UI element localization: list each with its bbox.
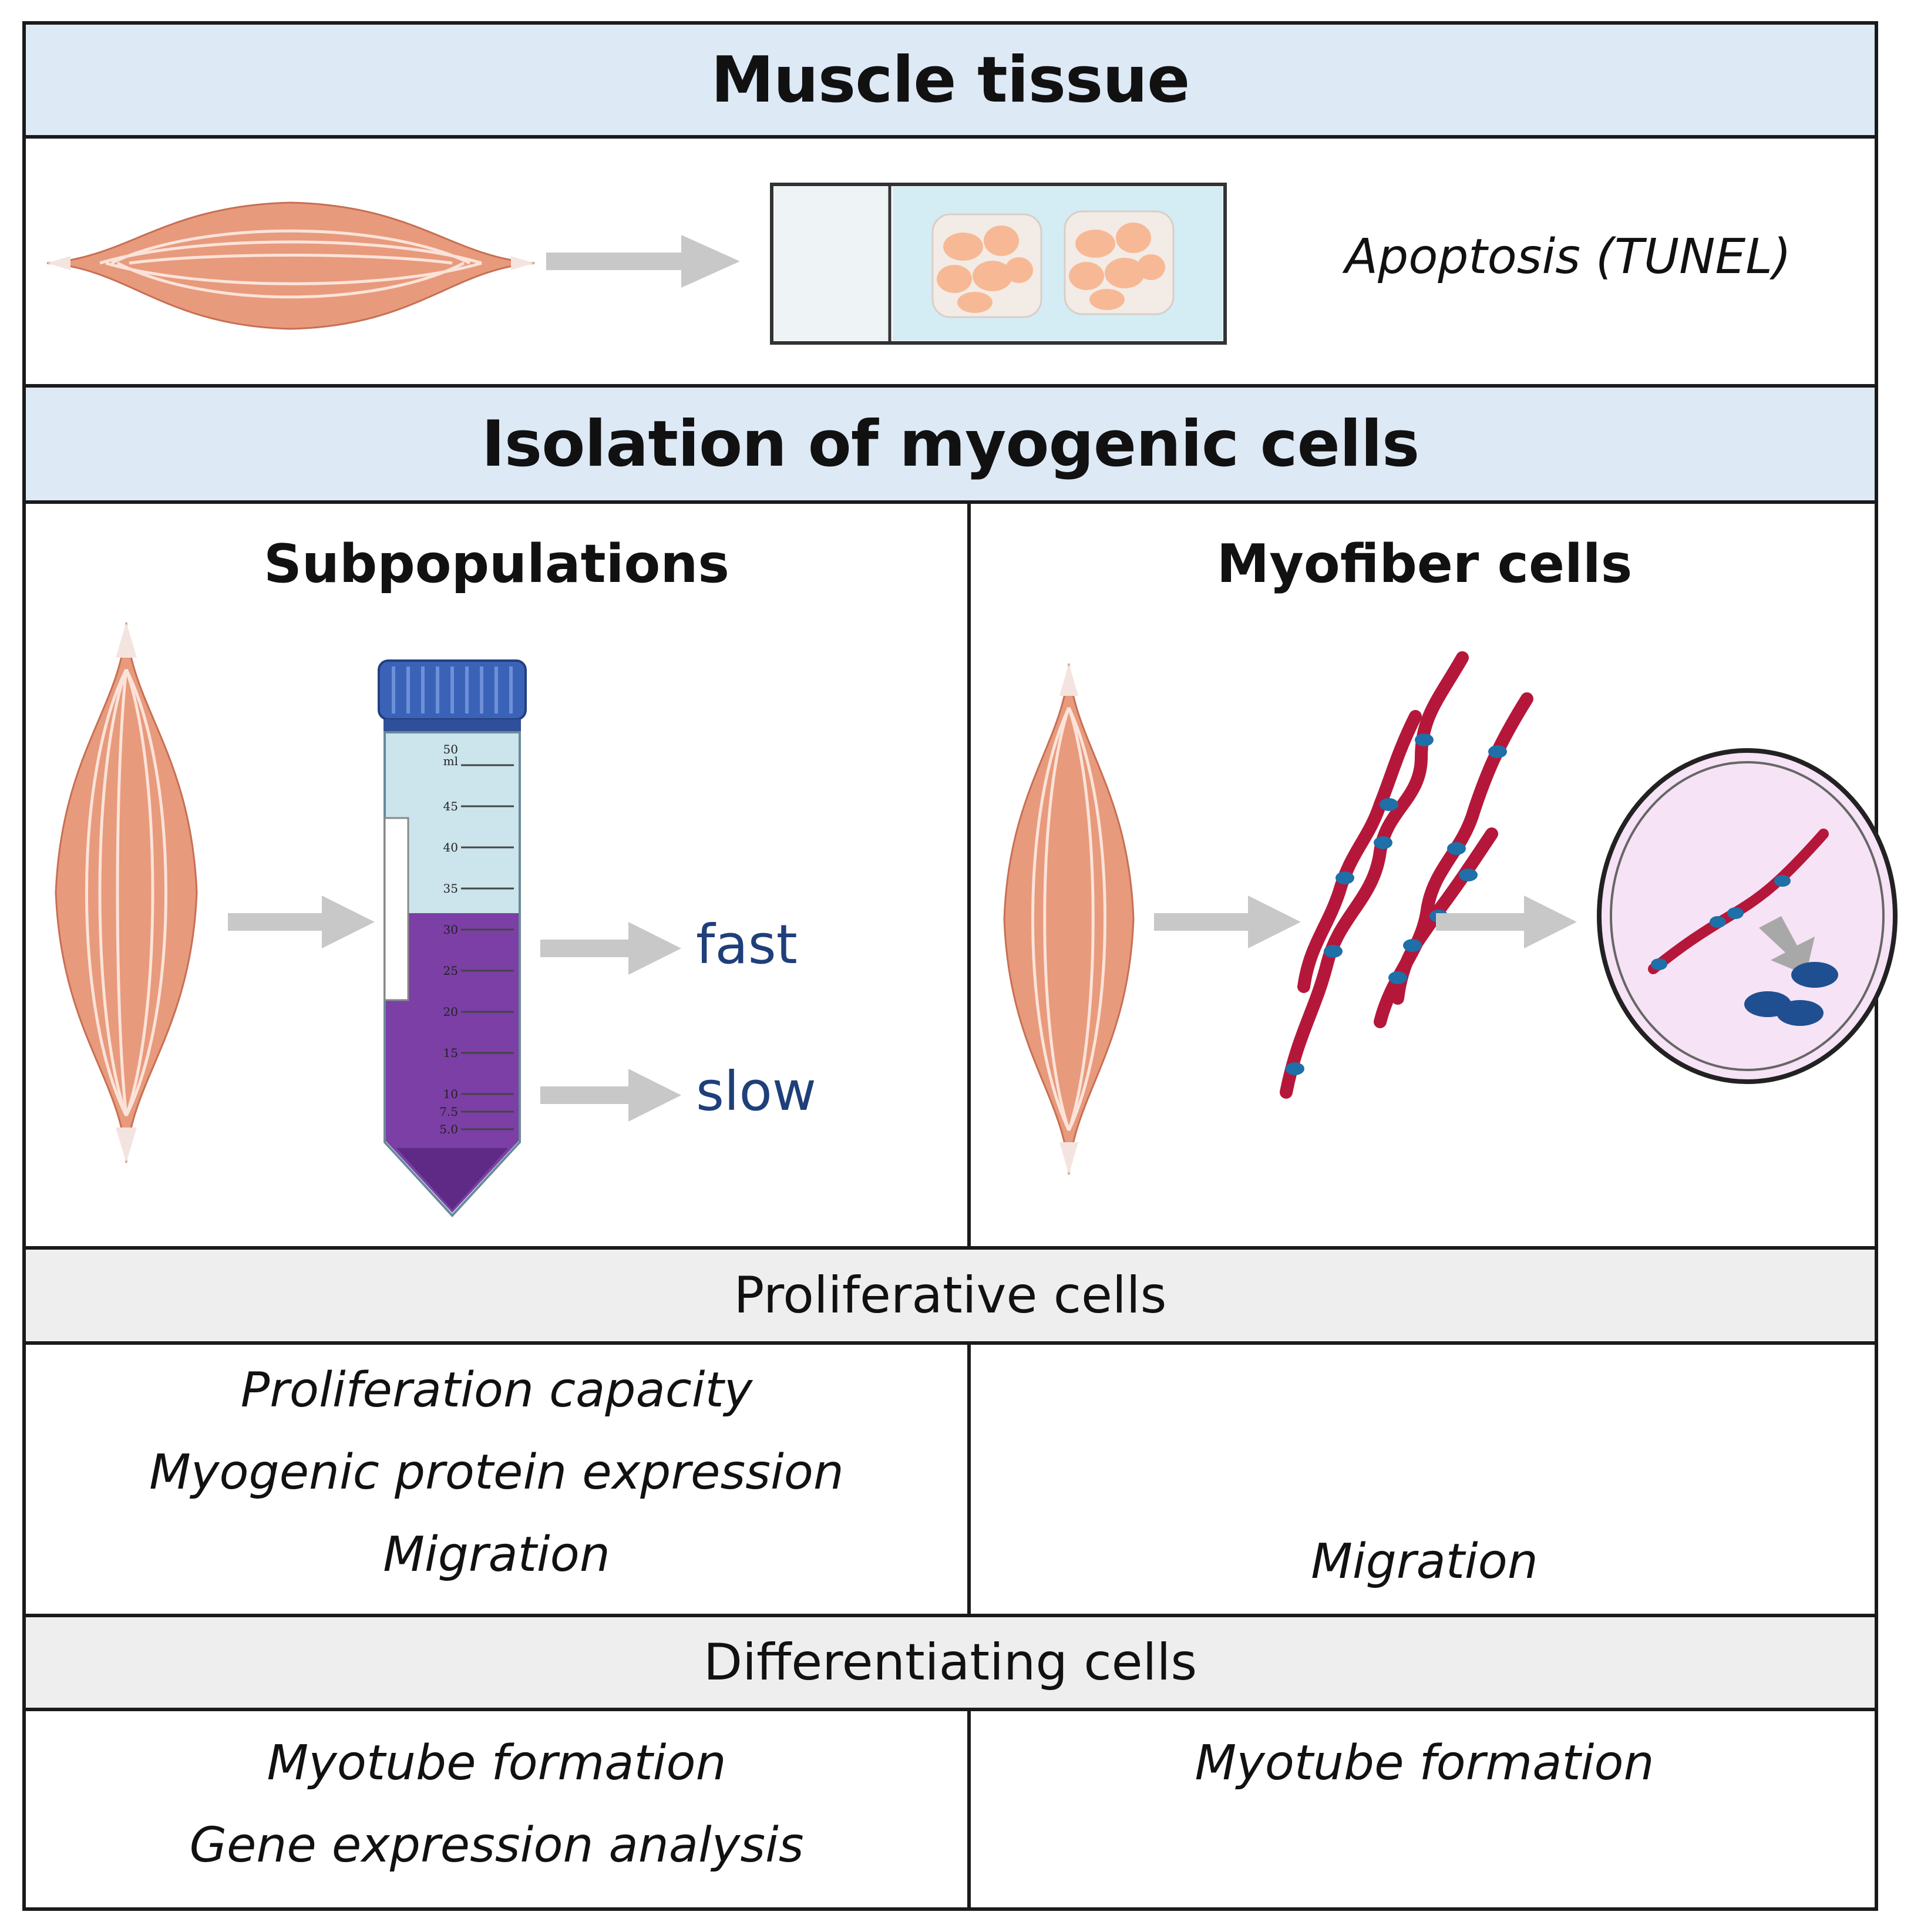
proliferative-left-item: Proliferation capacity <box>240 1362 753 1418</box>
muscle-horizontal-icon <box>46 201 535 330</box>
column-divider <box>967 1708 971 1911</box>
slow-label: slow <box>696 1060 817 1123</box>
tube-mark: 7.5 <box>439 1105 458 1119</box>
tube-mark: ml <box>443 754 458 768</box>
muscle-tissue-title: Muscle tissue <box>711 43 1190 117</box>
arrow-icon <box>1436 896 1577 948</box>
differentiating-title: Differentiating cells <box>703 1633 1197 1692</box>
petri-dish-icon <box>1597 748 1898 1084</box>
column-divider <box>967 1341 971 1617</box>
arrow-icon <box>540 1069 681 1122</box>
tube-mark: 5.0 <box>439 1122 458 1136</box>
centrifuge-tube-icon: 50 ml 45 40 35 30 25 20 15 10 7.5 5.0 <box>378 659 527 1217</box>
tube-mark: 20 <box>443 1005 458 1019</box>
proliferative-right-item: Migration <box>1311 1534 1538 1590</box>
tube-mark: 30 <box>443 923 458 937</box>
arrow-icon <box>1154 896 1301 948</box>
muscle-tissue-header: Muscle tissue <box>22 21 1878 139</box>
isolation-title: Isolation of myogenic cells <box>481 407 1419 481</box>
myofiber-cells-heading: Myofiber cells <box>1216 533 1633 595</box>
subpopulations-heading: Subpopulations <box>264 533 729 595</box>
myofibers-icon <box>1280 651 1533 1099</box>
tube-mark: 35 <box>443 881 458 896</box>
proliferative-header: Proliferative cells <box>22 1246 1878 1345</box>
differentiating-left-item: Myotube formation <box>267 1735 726 1791</box>
arrow-icon <box>228 896 375 948</box>
proliferative-left-item: Myogenic protein expression <box>149 1445 844 1500</box>
isolation-header: Isolation of myogenic cells <box>22 384 1878 504</box>
apoptosis-label: Apoptosis (TUNEL) <box>1345 229 1791 285</box>
differentiating-left-item: Gene expression analysis <box>189 1817 804 1873</box>
tube-mark: 10 <box>443 1087 458 1101</box>
differentiating-header: Differentiating cells <box>22 1614 1878 1711</box>
arrow-icon <box>546 235 740 288</box>
proliferative-left-item: Migration <box>383 1527 610 1583</box>
column-divider <box>967 500 971 1250</box>
fast-label: fast <box>696 913 798 976</box>
tube-mark: 50 <box>443 742 458 756</box>
muscle-vertical-icon <box>1003 663 1135 1175</box>
tube-mark: 15 <box>443 1046 458 1060</box>
tube-mark: 25 <box>443 964 458 978</box>
muscle-vertical-icon <box>55 622 198 1163</box>
arrow-icon <box>540 922 681 975</box>
differentiating-right-item: Myotube formation <box>1195 1735 1654 1791</box>
microscope-slide-icon <box>770 183 1227 345</box>
proliferative-title: Proliferative cells <box>734 1266 1167 1325</box>
tube-mark: 40 <box>443 840 458 854</box>
tube-mark: 45 <box>443 799 458 813</box>
